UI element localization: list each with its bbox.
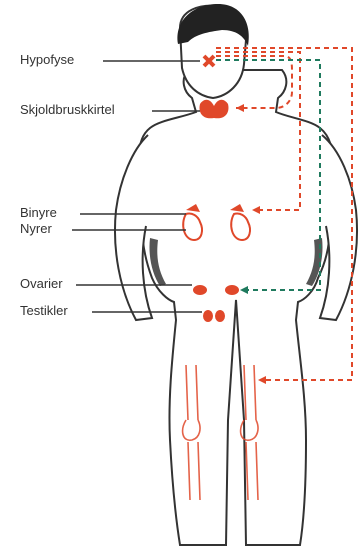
label-skjoldbruskkirtel: Skjoldbruskkirtel <box>20 102 115 117</box>
testicle-right <box>215 310 225 322</box>
ovary-right <box>225 285 239 295</box>
label-binyre: Binyre <box>20 205 57 220</box>
testicle-left <box>203 310 213 322</box>
label-testikler: Testikler <box>20 303 68 318</box>
label-ovarier: Ovarier <box>20 276 63 291</box>
left-arm-outline <box>115 135 152 320</box>
body-outline <box>139 70 332 545</box>
label-nyrer: Nyrer <box>20 221 52 236</box>
label-hypofyse: Hypofyse <box>20 52 74 67</box>
ovary-left <box>193 285 207 295</box>
